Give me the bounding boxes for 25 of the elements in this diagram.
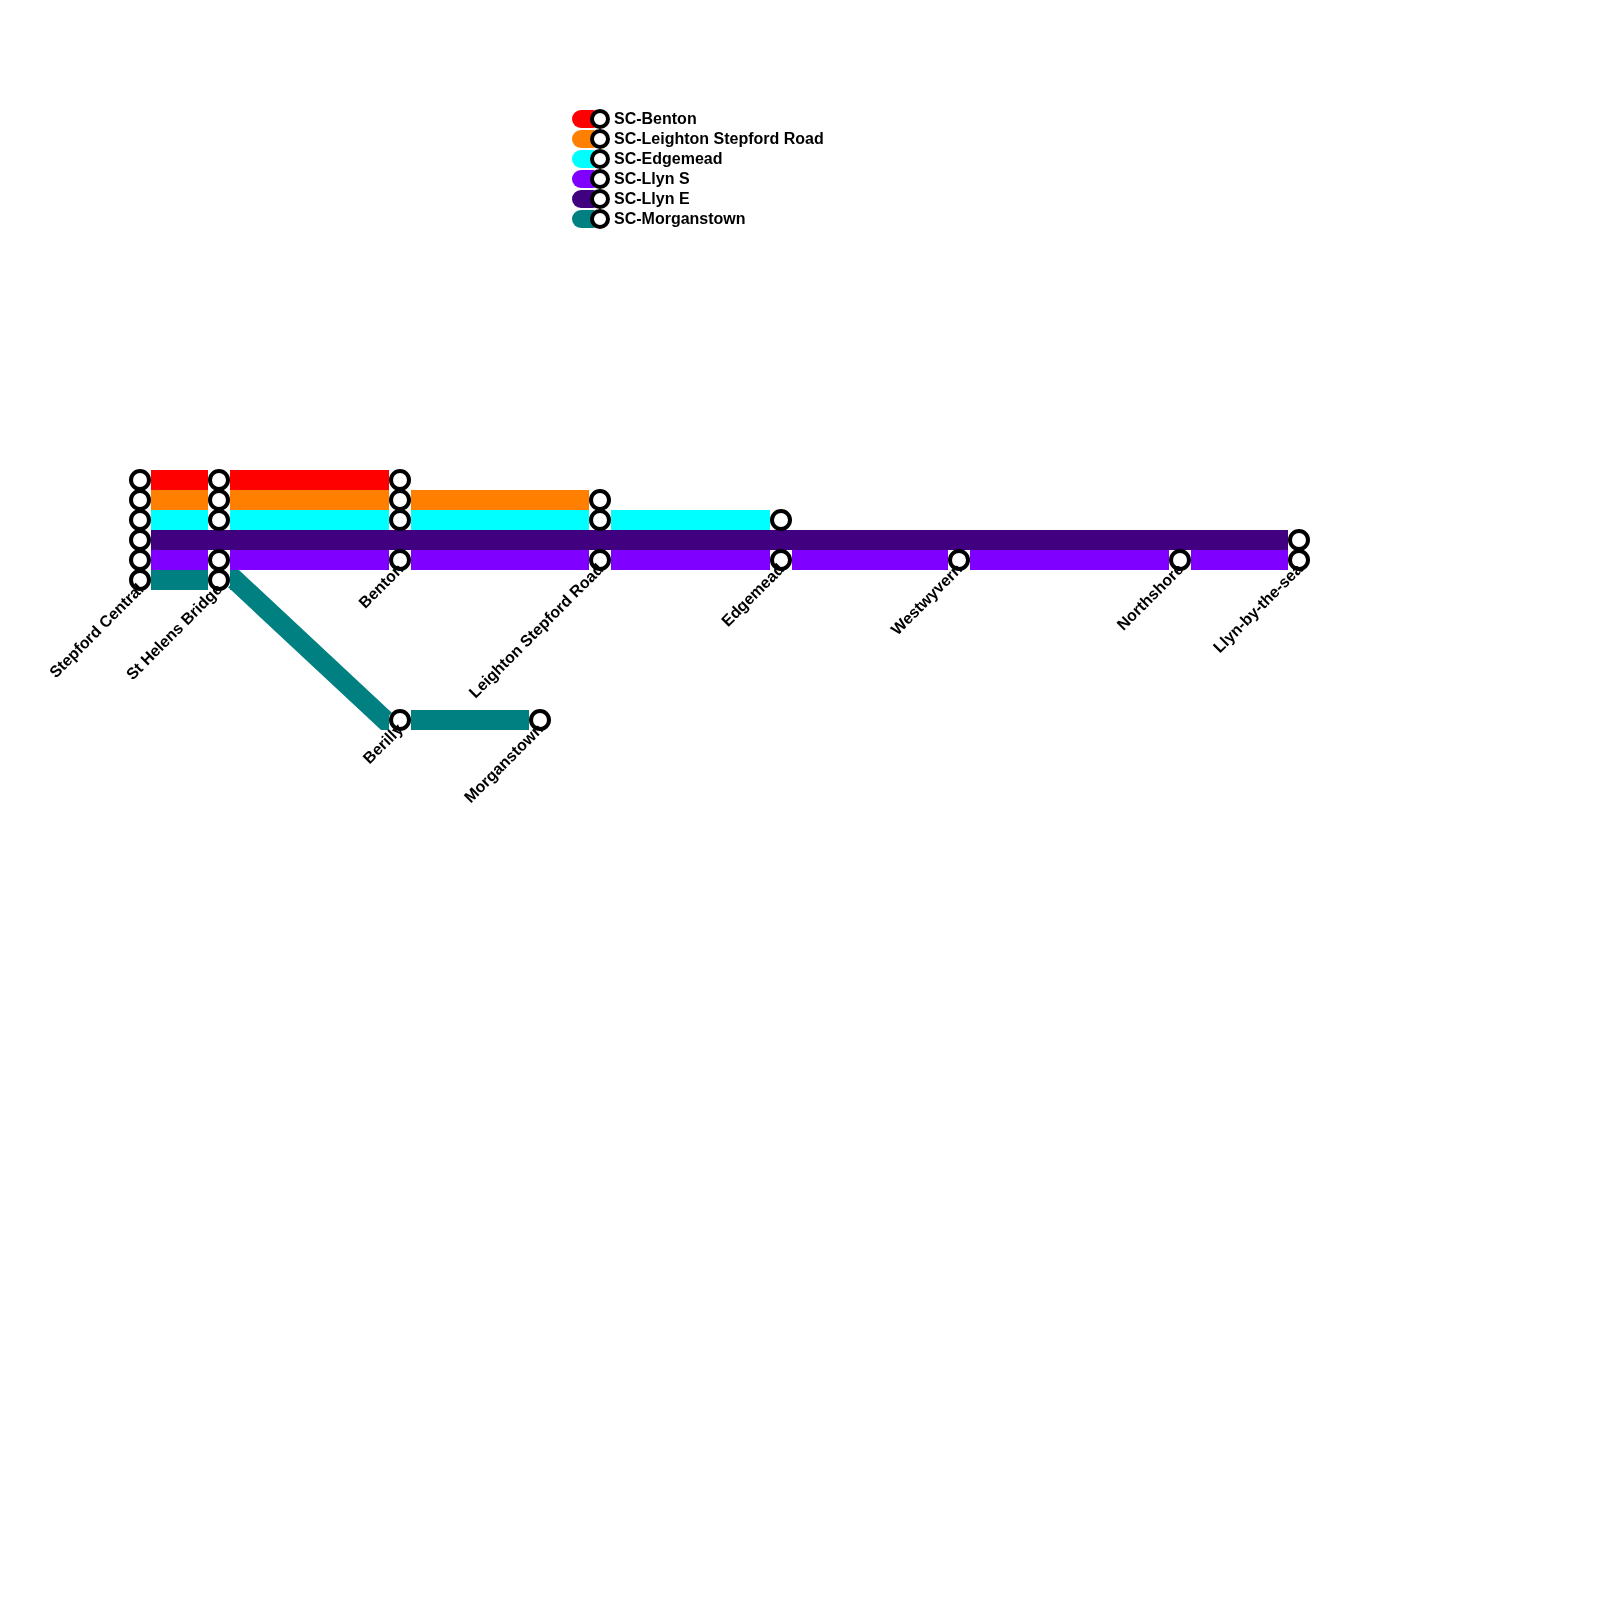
rail-line: [792, 550, 948, 570]
rail-line: [411, 510, 589, 530]
legend-text: SC-Llyn S: [614, 171, 690, 187]
rail-line: [230, 470, 389, 490]
rail-line: [151, 490, 208, 510]
rail-line: [151, 530, 1288, 550]
legend-text: SC-Leighton Stepford Road: [614, 131, 824, 147]
rail-line: [230, 550, 389, 570]
rail-line: [151, 470, 208, 490]
rail-line: [230, 510, 389, 530]
rail-line: [970, 550, 1169, 570]
legend-text: SC-Morganstown: [614, 211, 746, 227]
rail-line: [411, 550, 589, 570]
legend-text: SC-Llyn E: [614, 191, 690, 207]
rail-line: [151, 550, 208, 570]
rail-line: [611, 550, 770, 570]
legend-text: SC-Benton: [614, 111, 697, 127]
rail-line: [1191, 550, 1288, 570]
rail-line: [411, 490, 589, 510]
rail-line: [411, 710, 529, 730]
legend-text: SC-Edgemead: [614, 151, 723, 167]
rail-line: [230, 490, 389, 510]
rail-line: [151, 570, 208, 590]
rail-line: [611, 510, 770, 530]
rail-line: [151, 510, 208, 530]
